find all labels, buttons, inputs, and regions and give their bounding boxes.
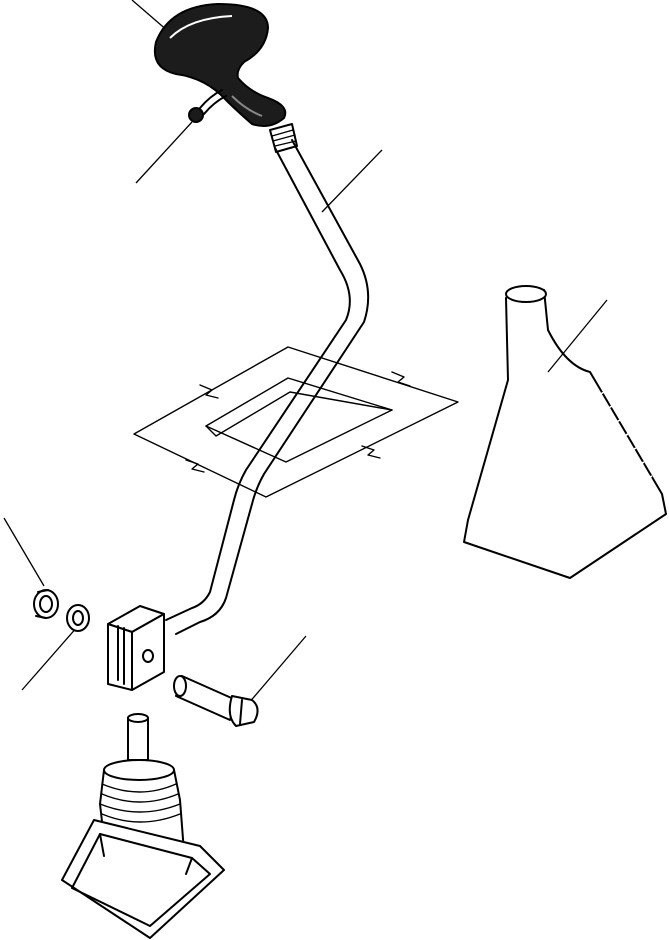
lever-bracket (107, 605, 165, 691)
knob-screw (188, 89, 227, 123)
leader-lines (3, 0, 608, 705)
boot-ridges (473, 391, 663, 538)
leader-spacer (3, 517, 45, 587)
floor-plate (133, 346, 459, 498)
rubber-boot (463, 285, 667, 579)
washer (66, 604, 90, 632)
shift-knob (154, 2, 287, 127)
leader-boot (547, 299, 608, 373)
leader-knob-screw (135, 121, 193, 184)
control-valve (61, 713, 225, 939)
leader-washer (21, 625, 79, 691)
shift-lever (165, 123, 370, 635)
bolt (173, 675, 259, 727)
leader-bolt (247, 635, 307, 705)
leader-lever (321, 149, 383, 213)
spacer (33, 589, 59, 619)
